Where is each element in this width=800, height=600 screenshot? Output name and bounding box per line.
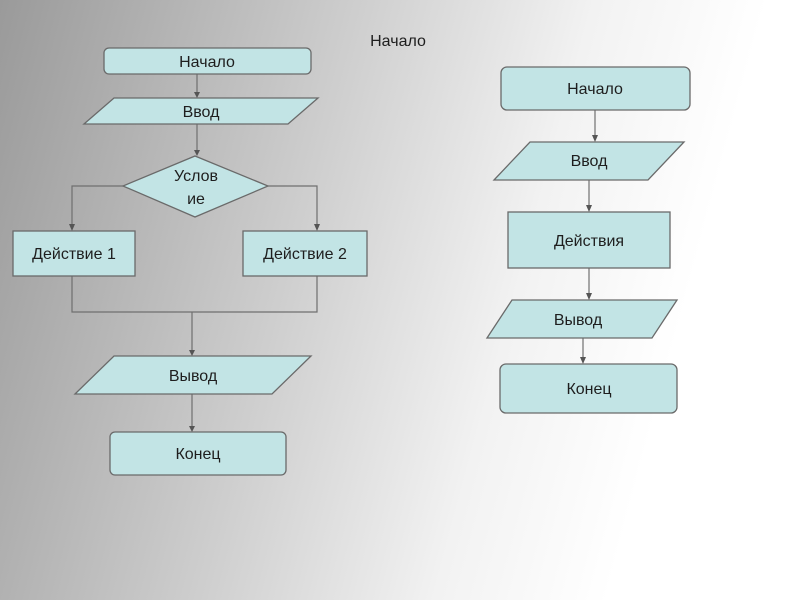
arrowhead (69, 224, 75, 231)
input-parallelogram (82, 97, 320, 125)
arrowhead (580, 357, 586, 364)
branching-flowchart: Начало Ввод Услов ие Действие 1 Действие… (12, 47, 368, 476)
arrowhead (189, 426, 195, 432)
arrowhead (586, 293, 592, 300)
condition-label-line1: Услов (174, 168, 218, 185)
output-parallelogram (73, 355, 313, 395)
start-terminal (500, 66, 691, 111)
start-label: Начало (567, 81, 623, 98)
output-label: Вывод (554, 312, 603, 329)
arrowhead (592, 135, 598, 142)
arrowhead (189, 350, 195, 356)
end-terminal (499, 363, 678, 414)
end-label: Конец (175, 446, 220, 463)
action-2-label: Действие 2 (263, 246, 347, 263)
start-label: Начало (179, 54, 235, 71)
input-parallelogram (492, 141, 686, 181)
actions-box (507, 211, 671, 269)
action-2-box (242, 230, 368, 277)
arrowhead (314, 224, 320, 231)
action-1-box (12, 230, 136, 277)
arrowhead (194, 150, 200, 156)
slide-heading: Начало (370, 33, 426, 50)
end-label: Конец (566, 381, 611, 398)
actions-label: Действия (554, 233, 624, 250)
linear-flowchart: Начало Ввод Действия Вывод Конец (485, 66, 691, 414)
action-1-label: Действие 1 (32, 246, 116, 263)
arrowhead (586, 205, 592, 212)
connector-branch-merge (71, 276, 318, 313)
condition-label-line2: ие (187, 191, 205, 208)
connector-condition-to-action-2 (268, 185, 318, 224)
input-label: Ввод (183, 104, 221, 121)
input-label: Ввод (571, 153, 609, 170)
condition-diamond (121, 155, 270, 218)
connector-condition-to-action-1 (71, 185, 123, 224)
output-label: Вывод (169, 368, 218, 385)
output-parallelogram (485, 299, 679, 339)
start-terminal (103, 47, 312, 75)
arrowhead (194, 92, 200, 98)
end-terminal (109, 431, 287, 476)
